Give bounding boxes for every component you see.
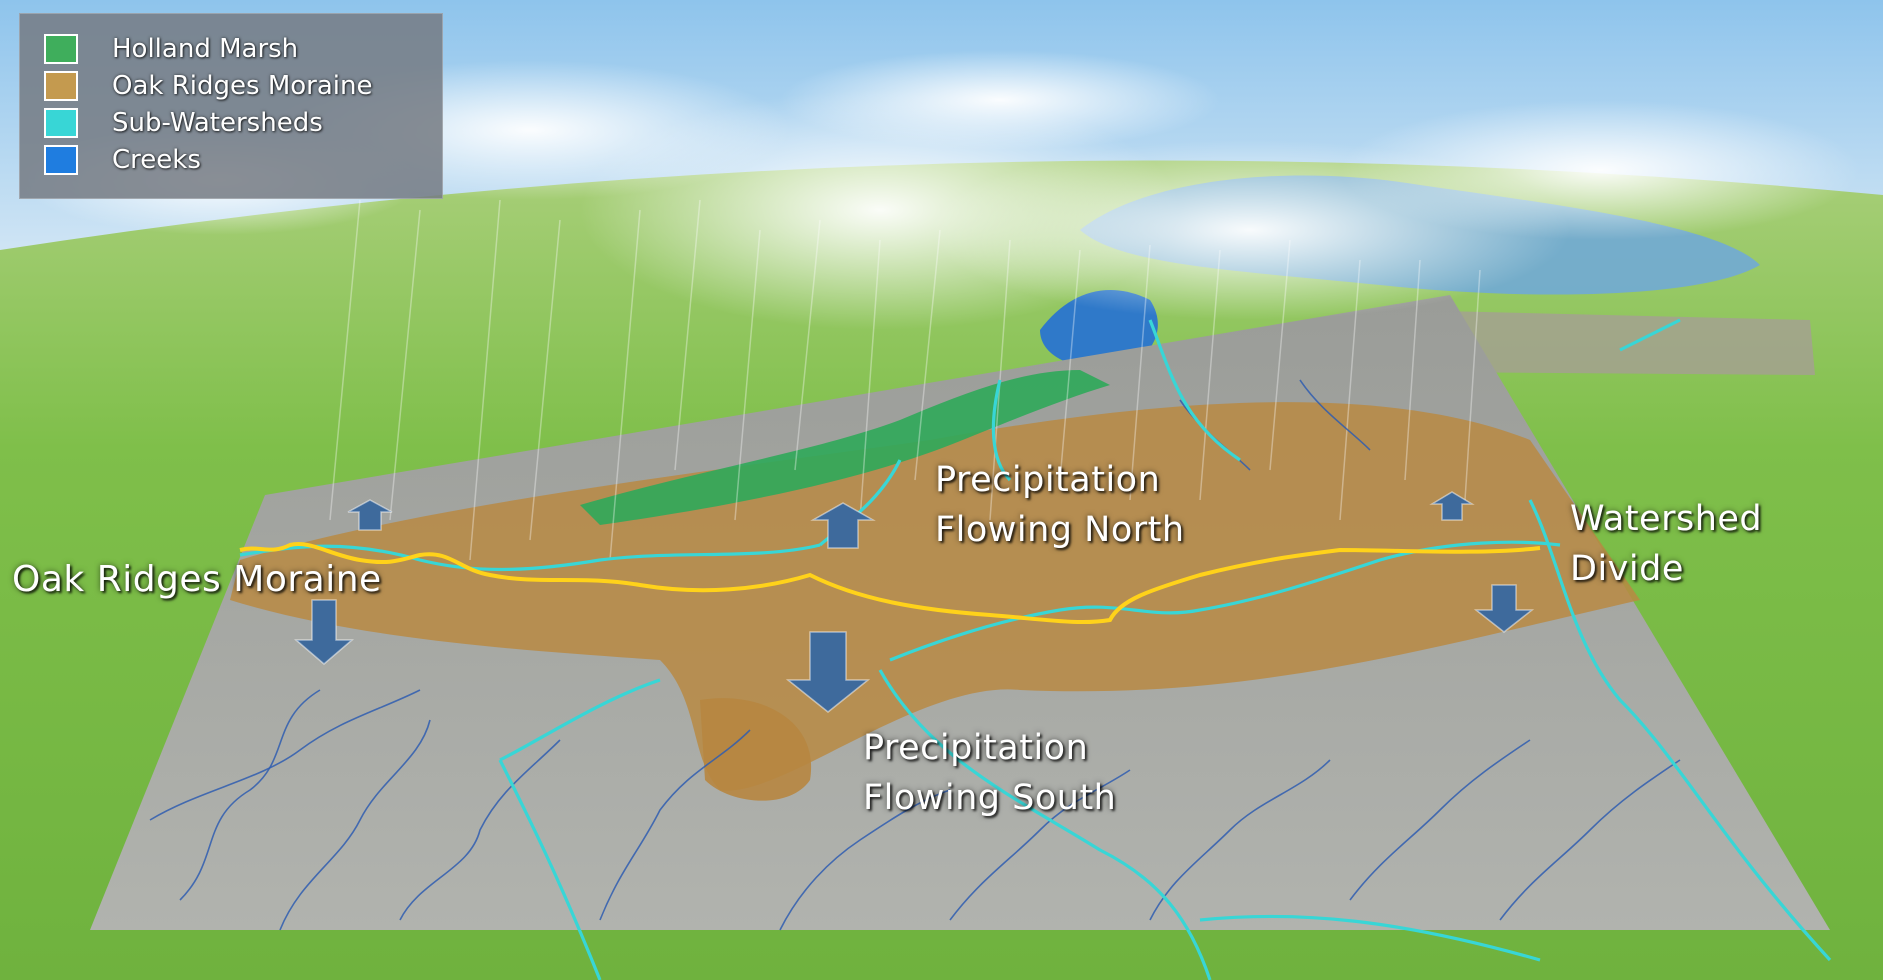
label-line: Precipitation — [863, 728, 1089, 768]
legend-swatch — [44, 108, 78, 138]
label-precipitation-flowing-south: Precipitation Flowing South — [863, 723, 1116, 823]
legend-label: Holland Marsh — [112, 34, 299, 64]
label-oak-ridges-moraine: Oak Ridges Moraine — [12, 559, 382, 600]
label-line: Precipitation — [935, 460, 1161, 500]
legend-swatch — [44, 71, 78, 101]
legend-label: Oak Ridges Moraine — [112, 71, 373, 101]
label-line: Divide — [1570, 549, 1684, 589]
label-watershed-divide: Watershed Divide — [1570, 494, 1762, 594]
map-legend: Holland Marsh Oak Ridges Moraine Sub-Wat… — [19, 13, 443, 199]
label-line: Flowing South — [863, 778, 1117, 818]
legend-label: Sub-Watersheds — [112, 108, 323, 138]
legend-swatch — [44, 34, 78, 64]
label-precipitation-flowing-north: Precipitation Flowing North — [935, 455, 1185, 555]
label-line: Flowing North — [935, 510, 1185, 550]
legend-label: Creeks — [112, 145, 201, 175]
label-line: Watershed — [1570, 499, 1763, 539]
legend-swatch — [44, 145, 78, 175]
